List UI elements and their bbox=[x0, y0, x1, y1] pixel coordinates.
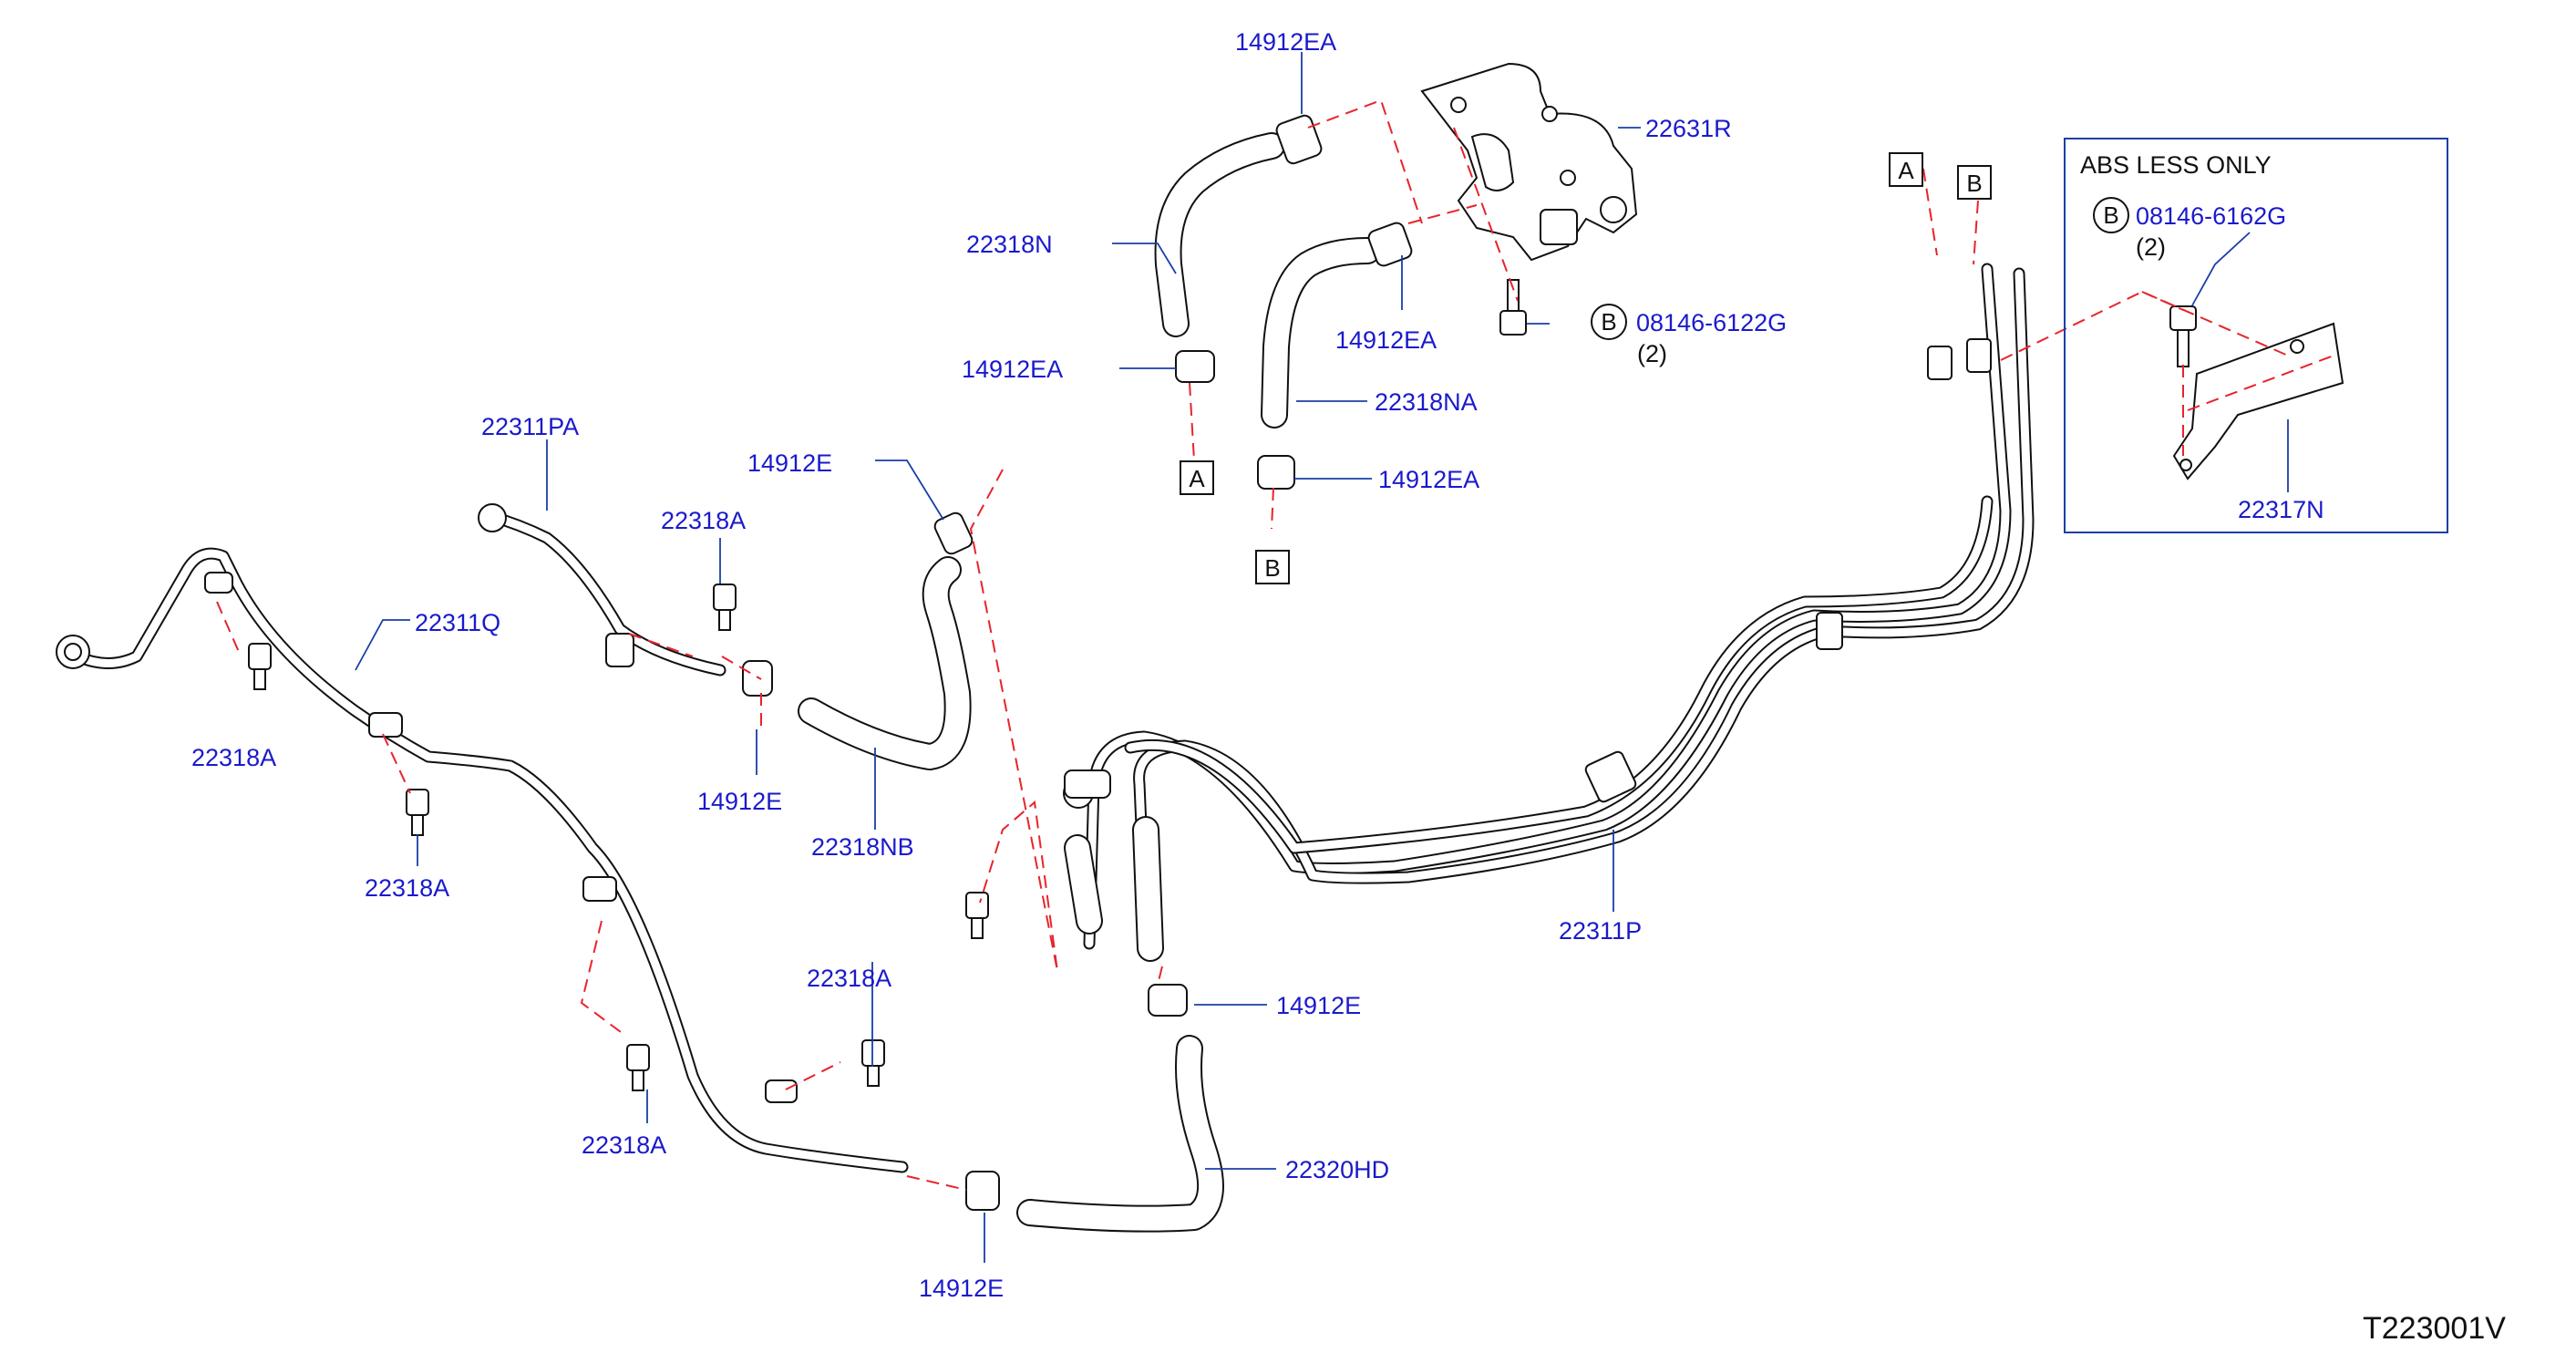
hose-22318NB bbox=[798, 556, 972, 770]
label-22318A-upper: 22318A bbox=[661, 507, 746, 534]
label-14912EA-left: 14912EA bbox=[962, 356, 1063, 383]
tube-22311PA bbox=[478, 503, 726, 676]
hose-22320HD bbox=[1016, 1035, 1224, 1233]
svg-text:B: B bbox=[1966, 170, 1982, 197]
svg-text:A: A bbox=[1189, 465, 1205, 492]
ref-circle-b-inset: B bbox=[2093, 197, 2129, 233]
label-22318A-lower: 22318A bbox=[807, 965, 891, 992]
label-14912EA-low: 14912EA bbox=[1378, 466, 1479, 493]
label-08146-6122G: 08146-6122G bbox=[1636, 309, 1787, 336]
inset-title: ABS LESS ONLY bbox=[2080, 151, 2272, 179]
label-22318NB: 22318NB bbox=[811, 833, 914, 861]
bracket-22317N bbox=[2172, 322, 2344, 480]
clamps bbox=[742, 114, 1413, 1211]
label-14912E-upper: 14912E bbox=[747, 449, 832, 477]
label-22631R: 22631R bbox=[1645, 115, 1732, 142]
svg-text:A: A bbox=[1898, 157, 1914, 184]
label-14912E-mid: 14912E bbox=[697, 788, 782, 815]
label-22311P: 22311P bbox=[1559, 917, 1642, 945]
label-22318A-bottom: 22318A bbox=[582, 1131, 666, 1159]
tube-22311Q bbox=[56, 547, 909, 1173]
svg-text:B: B bbox=[1601, 308, 1616, 336]
label-22317N: 22317N bbox=[2238, 496, 2324, 523]
leader-lines bbox=[355, 52, 2289, 1263]
ref-box-b-right: B bbox=[1957, 165, 1992, 200]
bolts bbox=[248, 279, 2197, 1091]
hose-22318NA bbox=[1261, 237, 1381, 429]
label-14912E-bottom: 14912E bbox=[919, 1275, 1004, 1302]
label-08146-6162G: 08146-6162G bbox=[2136, 202, 2286, 230]
label-14912EA-top: 14912EA bbox=[1235, 28, 1336, 56]
hose-stubs bbox=[1064, 816, 1164, 962]
ref-circle-b-bolt: B bbox=[1591, 304, 1627, 340]
assembly-lines bbox=[216, 98, 2334, 1191]
ref-box-a-mid: A bbox=[1180, 460, 1214, 495]
label-22318N: 22318N bbox=[966, 231, 1053, 258]
svg-text:B: B bbox=[1264, 554, 1280, 582]
hose-22318N bbox=[1154, 132, 1285, 337]
svg-text:B: B bbox=[2103, 201, 2118, 229]
label-22318NA: 22318NA bbox=[1375, 388, 1478, 416]
label-14912EA-mid: 14912EA bbox=[1335, 326, 1437, 354]
diagram-code: T223001V bbox=[2363, 1311, 2506, 1346]
valve-22631R bbox=[1420, 62, 1638, 262]
label-22311Q: 22311Q bbox=[415, 609, 500, 636]
abs-less-only-frame bbox=[2064, 138, 2448, 533]
label-22318A-mid: 22318A bbox=[365, 874, 449, 902]
ref-box-b-mid: B bbox=[1255, 550, 1290, 584]
tube-22311P bbox=[1063, 263, 2035, 959]
ref-box-a-right: A bbox=[1889, 152, 1923, 187]
label-22320HD: 22320HD bbox=[1285, 1156, 1389, 1183]
qty-08146-6122G: (2) bbox=[1637, 340, 1667, 367]
label-22311PA: 22311PA bbox=[481, 413, 579, 440]
qty-08146-6162G: (2) bbox=[2136, 233, 2166, 261]
label-14912E-right: 14912E bbox=[1276, 992, 1361, 1019]
label-22318A-left: 22318A bbox=[191, 744, 276, 771]
